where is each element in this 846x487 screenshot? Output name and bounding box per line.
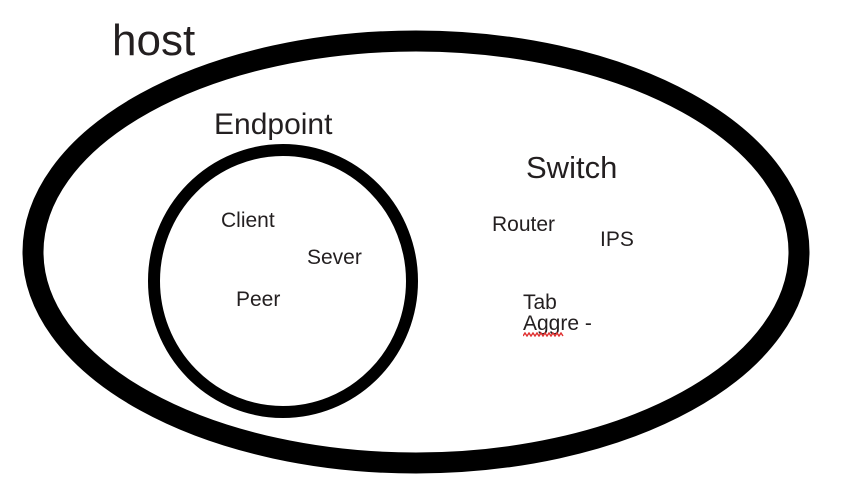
endpoint-item-client: Client bbox=[221, 209, 275, 232]
endpoint-label: Endpoint bbox=[214, 108, 333, 141]
spellcheck-squiggle-icon bbox=[523, 332, 564, 337]
endpoint-item-peer: Peer bbox=[236, 288, 281, 311]
endpoint-item-sever: Sever bbox=[307, 246, 362, 269]
switch-item-router: Router bbox=[492, 213, 556, 236]
switch-item-aggre: Aggre - bbox=[523, 312, 592, 337]
host-label: host bbox=[112, 16, 196, 65]
misspelled-word: Aggre - bbox=[523, 312, 592, 337]
switch-label: Switch bbox=[526, 150, 618, 185]
endpoint-circle[interactable] bbox=[148, 144, 418, 418]
switch-item-aggre-text: Aggre - bbox=[523, 312, 592, 335]
host-ellipse[interactable] bbox=[22, 30, 810, 474]
switch-item-ips: IPS bbox=[600, 228, 634, 251]
switch-item-tab: Tab bbox=[523, 291, 557, 314]
